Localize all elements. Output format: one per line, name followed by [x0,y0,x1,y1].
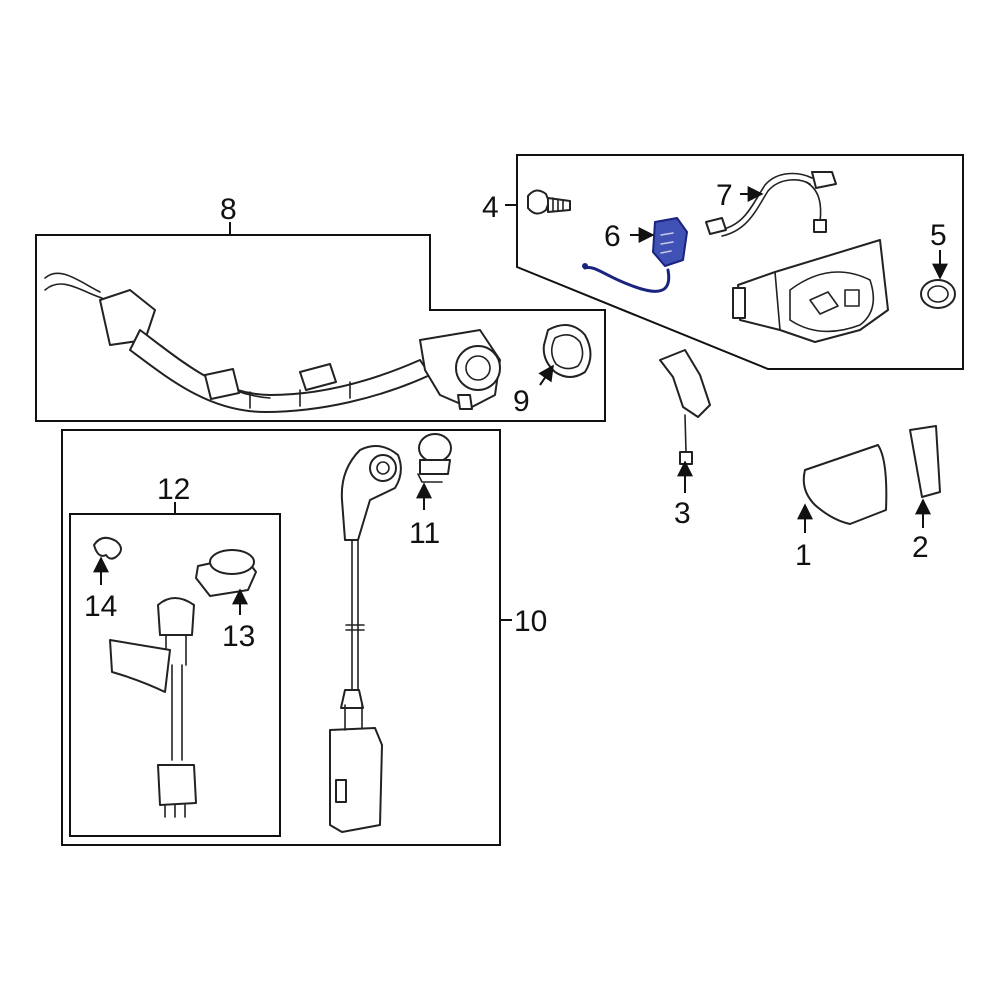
callout-4[interactable]: 4 [482,191,499,224]
callout-5[interactable]: 5 [930,219,947,252]
callout-14[interactable]: 14 [84,590,117,623]
bolt-part[interactable] [527,189,571,215]
callout-9[interactable]: 9 [513,385,530,418]
charging-cord[interactable] [329,445,402,833]
cable-assembly-part-8[interactable] [44,272,501,413]
group-10-frame [61,429,512,846]
cap-part-13[interactable] [195,549,257,597]
callout-10[interactable]: 10 [514,605,547,638]
callout-2[interactable]: 2 [912,531,929,564]
group-8-frame [35,222,606,422]
clip-part-14[interactable] [93,536,122,560]
harness-part-7[interactable] [705,171,837,237]
group-4-frame [505,154,964,370]
callout-3[interactable]: 3 [674,497,691,530]
cap-part-11[interactable] [417,433,452,483]
callout-13[interactable]: 13 [222,620,255,653]
adapter-cord[interactable] [109,597,197,818]
callout-1[interactable]: 1 [795,539,812,572]
trim-part-2[interactable] [909,425,941,498]
callout-7[interactable]: 7 [716,179,733,212]
callout-6[interactable]: 6 [604,220,621,253]
sensor-part-3[interactable] [659,349,711,465]
callout-11[interactable]: 11 [409,517,440,550]
callout-8[interactable]: 8 [220,193,237,226]
actuator-part-6-highlighted[interactable] [582,217,688,293]
callout-12[interactable]: 12 [157,473,190,506]
grommet-part-5[interactable] [920,279,956,309]
group-12-frame [69,502,281,837]
door-part-1[interactable] [802,444,888,525]
seal-ring-part-9[interactable] [542,324,592,378]
charge-port-housing[interactable] [732,239,889,343]
